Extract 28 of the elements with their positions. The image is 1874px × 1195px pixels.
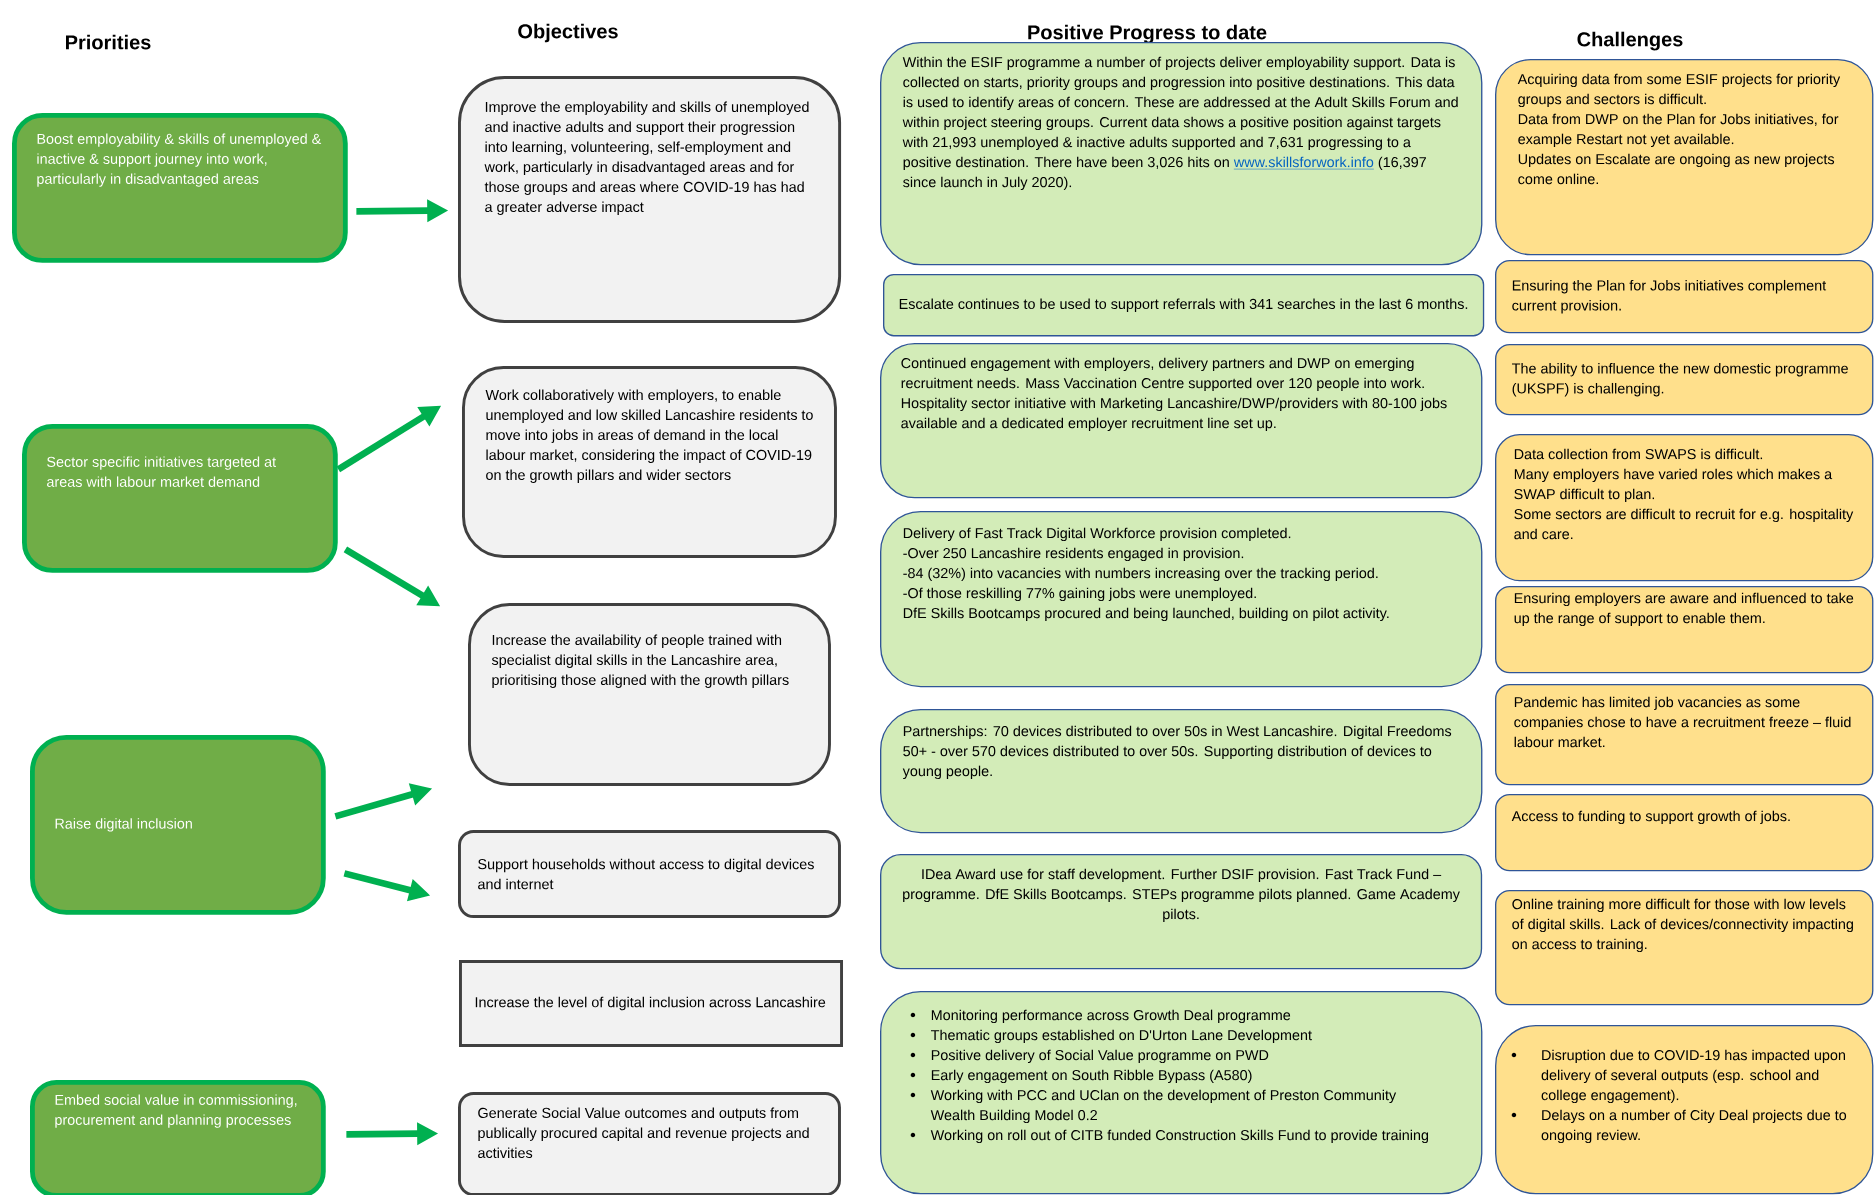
progress-box: Delivery of Fast Track Digital Workforce provision completed. -Over 250 Lancashire residents engaged in provision. -84 (32%) into vacancies with numbers increasing over the tracking period. -Of those reskilling 77% gaining jobs were unemployed. DfE Skills Bootcamps procured and being launched, building on pilot activity. [880, 511, 1483, 688]
challenge-box: Access to funding to support growth of jobs. [1495, 794, 1874, 872]
priority-box: Embed social value in commissioning, procurement and planning processes [30, 1080, 326, 1195]
objective-box: Generate Social Value outcomes and outputs from publically procured capital and revenue projects and activities [458, 1092, 841, 1195]
column-heading: Priorities [66, 34, 151, 50]
progress-box: Within the ESIF programme a number of projects deliver employability support. Data is collected on starts, priority groups and progression into positive destinations. This data is used to identify areas of concern. These are addressed at the Adult Skills Forum and within project steering groups. Current data shows a positive position against targets with 21,993 unemployed & inactive adults supported and 7,631 progressing to a positive destination. There have been 3,026 hits on www.skillsforwork.info (16,397 since launch in July 2020). [880, 42, 1483, 266]
progress-box: Monitoring performance across Growth Deal programme Thematic groups established on D'Urton Lane Development Positive delivery of Social Value programme on PWD Early engagement on South Ribble Bypass (A580) Working with PCC and UClan on the development of Preston Community Wealth Building Model 0.2 Working on roll out of CITB funded Construction Skills Fund to provide training [880, 991, 1483, 1195]
challenge-box: Ensuring employers are aware and influenced to take up the range of support to enable them. [1495, 586, 1874, 674]
objective-box: Increase the availability of people trained with specialist digital skills in the Lancashire area, prioritising those aligned with the growth pillars [468, 603, 831, 786]
progress-box: Partnerships: 70 devices distributed to over 50s in West Lancashire. Digital Freedoms 50+ - over 570 devices distributed to over 50s. Supporting distribution of devices to young people. [880, 709, 1483, 834]
progress-box: IDea Award use for staff development. Further DSIF provision. Fast Track Fund – programme. DfE Skills Bootcamps. STEPs programme pilots planned. Game Academy pilots. [880, 854, 1483, 970]
challenge-box: The ability to influence the new domestic programme (UKSPF) is challenging. [1495, 344, 1874, 416]
objective-box: Increase the level of digital inclusion across Lancashire [459, 960, 843, 1047]
priority-box: Sector specific initiatives targeted at areas with labour market demand [22, 424, 338, 573]
objective-box: Work collaboratively with employers, to enable unemployed and low skilled Lancashire residents to move into jobs in areas of demand in the local labour market, considering the impact of COVID-19 on the growth pillars and wider sectors [462, 366, 837, 558]
challenge-box: Acquiring data from some ESIF projects for priority groups and sectors is difficult. Data from DWP on the Plan for Jobs initiatives, for example Restart not yet available. Updates on Escalate are ongoing as new projects come online. [1495, 59, 1874, 256]
column-heading: Objectives [518, 23, 618, 43]
challenge-box: Ensuring the Plan for Jobs initiatives complement current provision. [1495, 260, 1874, 334]
challenge-box: Disruption due to COVID-19 has impacted upon delivery of several outputs (esp. school and college engagement). Delays on a number of City Deal projects due to ongoing review. [1495, 1025, 1874, 1195]
priority-box: Raise digital inclusion [30, 735, 326, 915]
challenge-box: Pandemic has limited job vacancies as some companies chose to have a recruitment freeze – fluid labour market. [1495, 684, 1874, 786]
objective-box: Support households without access to digital devices and internet [458, 830, 841, 918]
objective-box: Improve the employability and skills of unemployed and inactive adults and support their progression into learning, volunteering, self-employment and work, particularly in disadvantaged areas and for those groups and areas where COVID-19 has had a greater adverse impact [458, 76, 842, 323]
priority-box: Boost employability & skills of unemployed & inactive & support journey into work, particularly in disadvantaged areas [12, 113, 348, 263]
challenge-box: Data collection from SWAPS is difficult. Many employers have varied roles which makes a SWAP difficult to plan. Some sectors are difficult to recruit for e.g. hospitality and care. [1495, 434, 1874, 582]
challenge-box: Online training more difficult for those with low levels of digital skills. Lack of devices/connectivity impacting on access to training. [1495, 890, 1874, 1006]
progress-box: Escalate continues to be used to support referrals with 341 searches in the last 6 months. [883, 274, 1485, 337]
progress-box: Continued engagement with employers, delivery partners and DWP on emerging recruitment needs. Mass Vaccination Centre supported over 120 people into work. Hospitality sector initiative with Marketing Lancashire/DWP/providers with 80-100 jobs available and a dedicated employer recruitment line set up. [880, 343, 1483, 499]
